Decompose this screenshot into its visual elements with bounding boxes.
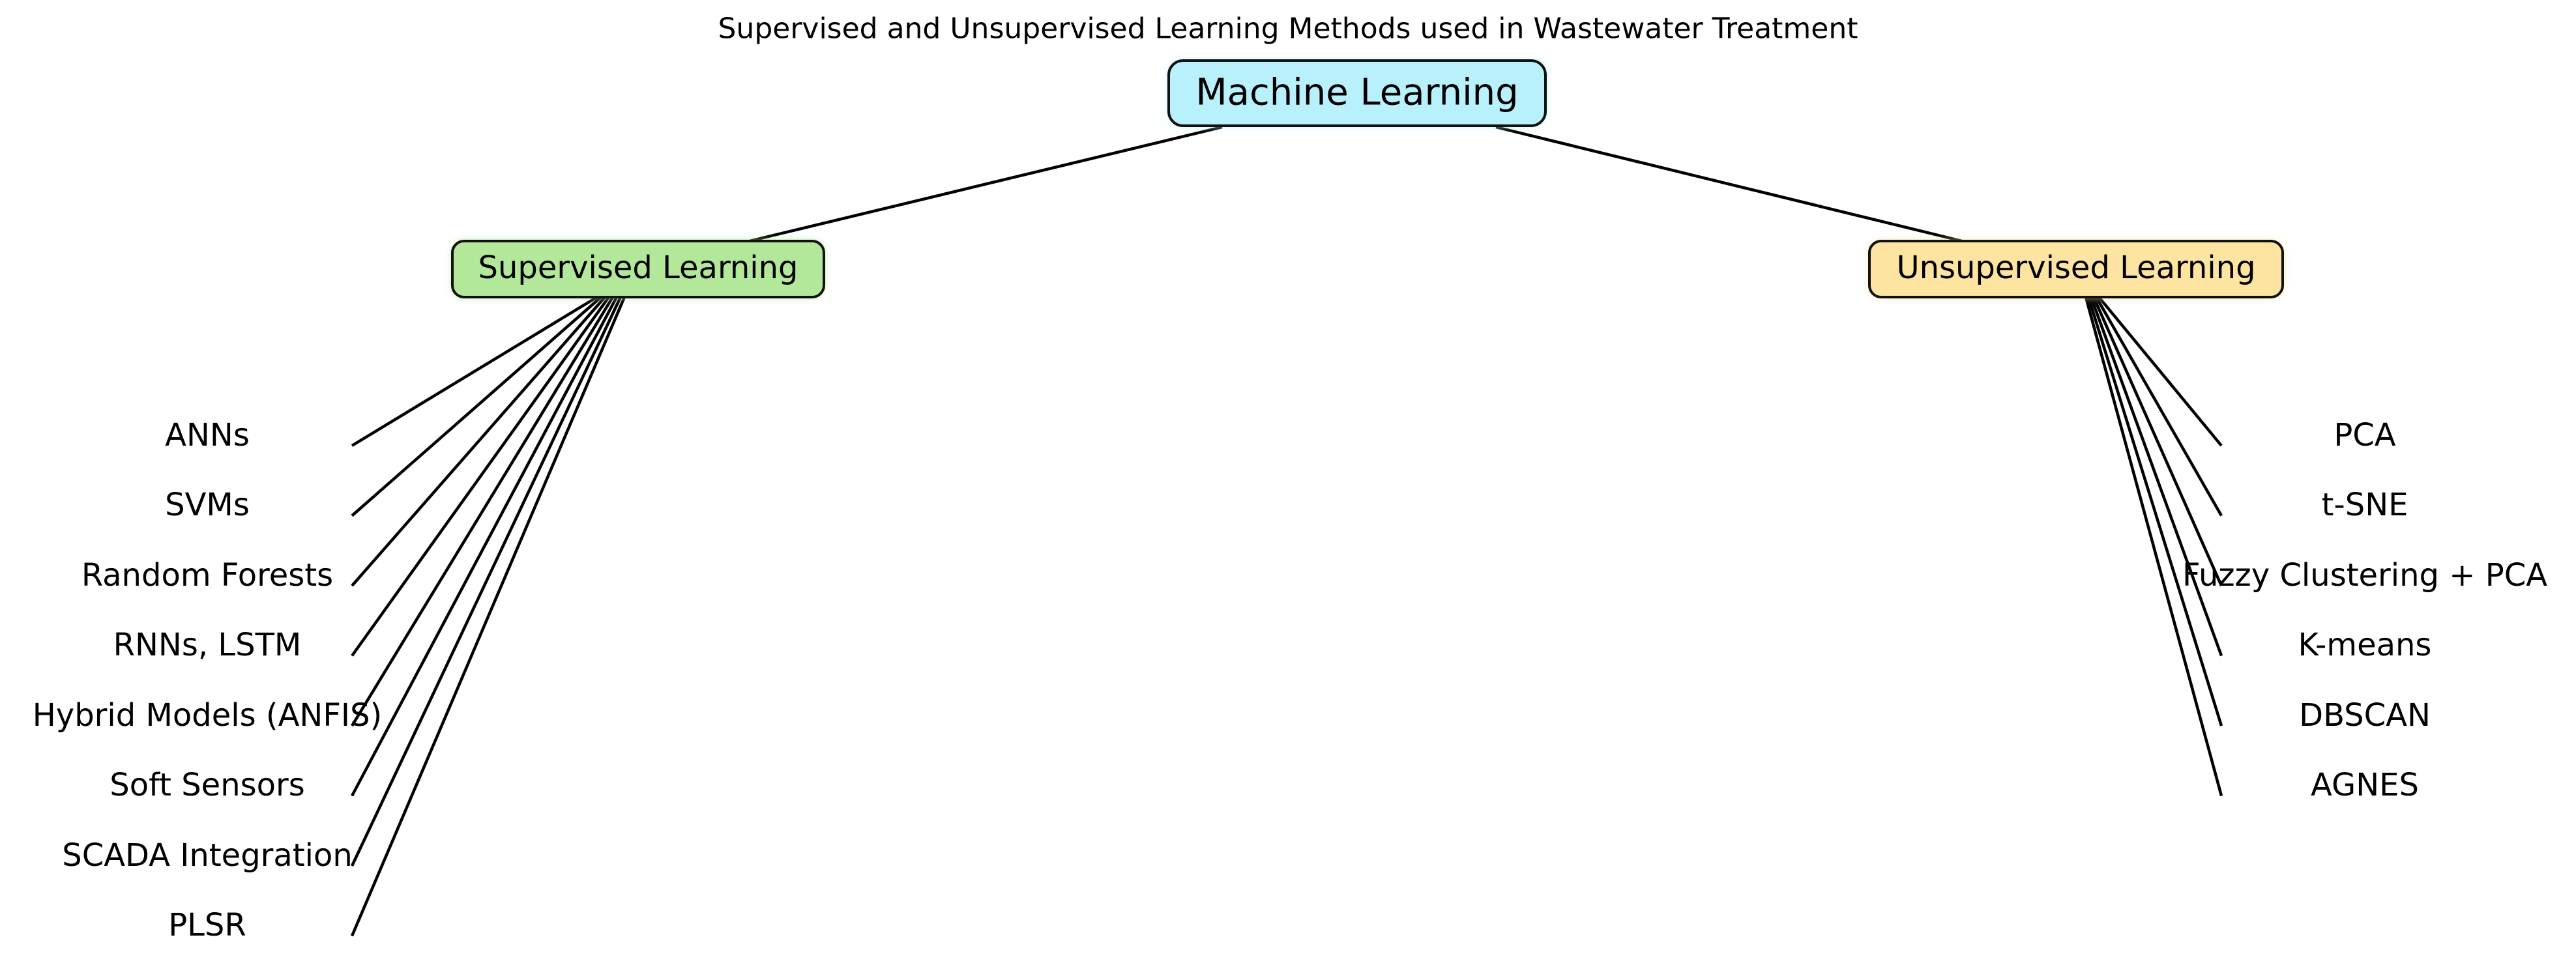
leaf-pca: PCA [2334,417,2395,453]
supervised-node: Supervised Learning [451,240,825,298]
leaf-random-forests: Random Forests [81,557,333,594]
root-node-label: Machine Learning [1195,72,1518,114]
edge-supervised-3 [351,296,610,657]
leaf-dbscan: DBSCAN [2299,697,2431,734]
unsupervised-leaves: PCA t-SNE Fuzzy Clustering + PCA K-means… [2182,417,2547,803]
unsupervised-node-label: Unsupervised Learning [1896,250,2255,286]
edge-root-unsupervised [1495,125,1963,243]
leaf-plsr: PLSR [168,907,246,943]
edge-supervised-5 [351,296,618,797]
leaf-k-means: K-means [2298,627,2432,663]
leaf-rnns-lstm: RNNs, LSTM [113,627,302,663]
edge-supervised-7 [350,296,626,937]
leaf-fuzzy-clustering-pca: Fuzzy Clustering + PCA [2182,557,2547,594]
edge-unsupervised-2 [2092,296,2223,586]
leaf-scada-integration: SCADA Integration [62,837,353,874]
supervised-node-label: Supervised Learning [478,250,798,286]
edge-supervised-4 [351,296,614,727]
root-node: Machine Learning [1167,59,1547,127]
leaf-agnes: AGNES [2311,767,2419,803]
edges-group [350,125,2223,937]
leaf-svms: SVMs [165,487,250,523]
edge-root-supervised [749,125,1223,243]
edge-unsupervised-5 [2084,296,2223,797]
root-node-box [1167,59,1547,127]
edge-supervised-2 [351,296,606,587]
diagram-title: Supervised and Unsupervised Learning Met… [718,12,1858,46]
unsupervised-node-box [1868,240,2284,298]
supervised-node-box [451,240,825,298]
edge-unsupervised-0 [2098,296,2223,447]
supervised-leaves: ANNs SVMs Random Forests RNNs, LSTM Hybr… [33,417,383,943]
edge-unsupervised-4 [2086,296,2223,726]
leaf-hybrid-models: Hybrid Models (ANFIS) [33,697,383,734]
edge-supervised-0 [351,296,598,447]
leaf-anns: ANNs [165,417,250,453]
edge-unsupervised-3 [2089,296,2223,657]
leaf-t-sne: t-SNE [2322,487,2408,523]
unsupervised-node: Unsupervised Learning [1868,240,2284,298]
leaf-soft-sensors: Soft Sensors [110,767,305,803]
edge-supervised-6 [350,296,622,867]
edge-unsupervised-1 [2095,296,2223,517]
edge-supervised-1 [351,296,602,517]
